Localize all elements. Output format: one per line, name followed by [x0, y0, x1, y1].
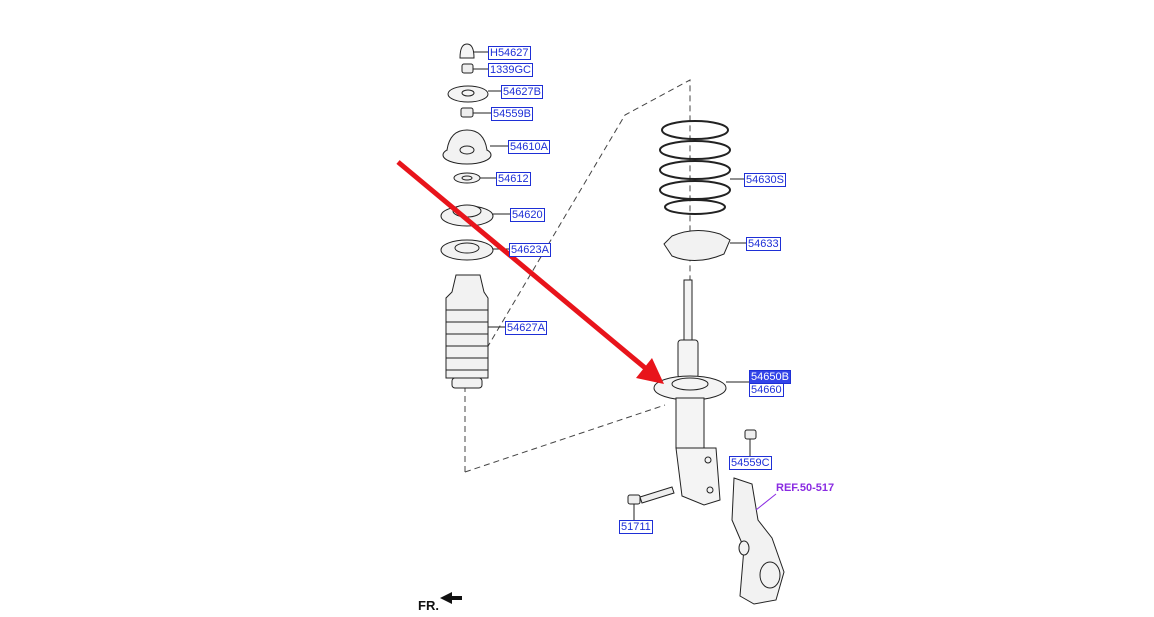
annotation-arrow: [396, 160, 664, 384]
assembly-boundary-bottom: [464, 404, 666, 473]
washer-54612: [453, 172, 496, 184]
part-label-54610a[interactable]: 54610A: [508, 140, 550, 154]
part-label-54650b[interactable]: 54650B: [749, 370, 791, 384]
strut-mount: [442, 129, 508, 165]
part-label-54630s[interactable]: 54630S: [744, 173, 786, 187]
nut-54559b: [460, 107, 491, 118]
assembly-boundary: [464, 79, 691, 472]
nut-54559c: [744, 429, 757, 457]
front-direction-arrow: [440, 592, 462, 604]
nut-small: [461, 63, 488, 74]
part-label-54559c[interactable]: 54559C: [729, 456, 772, 470]
part-label-54627a[interactable]: 54627A: [505, 321, 547, 335]
part-label-51711[interactable]: 51711: [619, 520, 653, 534]
mount-washer: [447, 85, 501, 103]
reference-link[interactable]: REF.50-517: [776, 482, 835, 494]
part-label-54627b[interactable]: 54627B: [501, 85, 543, 99]
front-orientation-label: FR.: [418, 598, 439, 613]
part-label-54620[interactable]: 54620: [510, 208, 545, 222]
part-label-h54627[interactable]: H54627: [488, 46, 531, 60]
coil-spring: [659, 120, 744, 215]
part-label-54559b[interactable]: 54559B: [491, 107, 533, 121]
dust-boot: [445, 274, 505, 389]
part-label-1339gc[interactable]: 1339GC: [488, 63, 533, 77]
part-label-54633[interactable]: 54633: [746, 237, 781, 251]
bolt-51711: [627, 486, 675, 520]
bump-stop-cap: [459, 43, 488, 59]
steering-knuckle: [731, 477, 785, 605]
part-label-54623a[interactable]: 54623A: [509, 243, 551, 257]
part-label-54612[interactable]: 54612: [496, 172, 531, 186]
spring-pad-54633: [663, 230, 746, 261]
part-label-54660[interactable]: 54660: [749, 383, 784, 397]
strut-assembly: [653, 279, 749, 506]
spring-seat-54623a: [440, 239, 509, 261]
